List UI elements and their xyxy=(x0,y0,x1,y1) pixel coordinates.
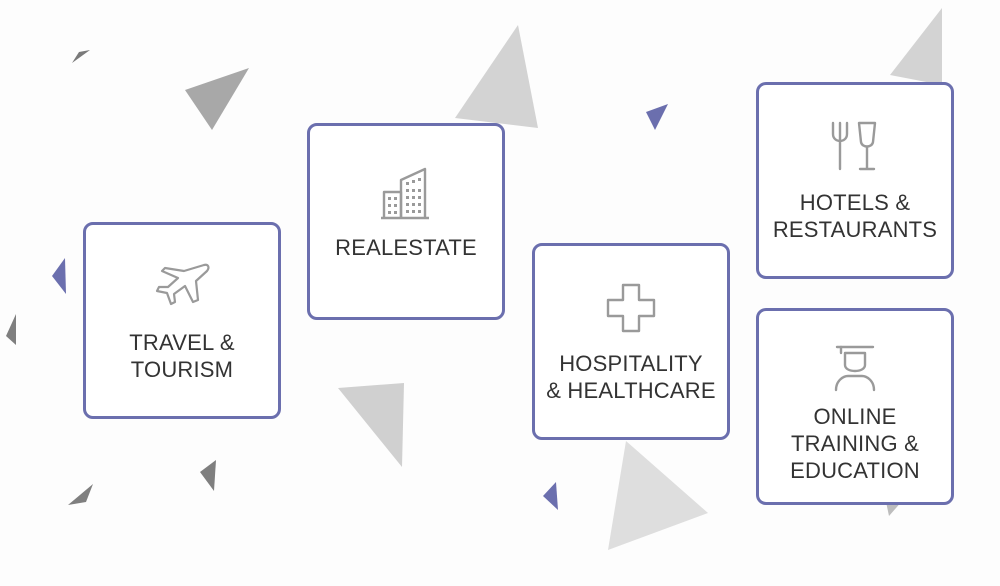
decorative-triangle xyxy=(185,68,249,130)
card-realestate[interactable]: REALESTATE xyxy=(307,123,505,320)
card-hospitality-healthcare[interactable]: HOSPITALITY & HEALTHCARE xyxy=(532,243,730,440)
card-travel-tourism[interactable]: TRAVEL & TOURISM xyxy=(83,222,281,419)
decorative-triangle xyxy=(52,258,66,294)
decorative-triangle xyxy=(338,383,404,467)
building-icon xyxy=(310,166,502,220)
card-label: HOSPITALITY & HEALTHCARE xyxy=(546,351,716,403)
decorative-triangle xyxy=(200,460,216,491)
card-label: REALESTATE xyxy=(335,235,477,260)
airplane-icon xyxy=(86,262,278,306)
decorative-triangle xyxy=(455,25,538,128)
card-hotels-restaurants[interactable]: HOTELS & RESTAURANTS xyxy=(756,82,954,279)
card-label: HOTELS & RESTAURANTS xyxy=(772,190,938,242)
decorative-triangle xyxy=(608,441,708,550)
decorative-triangle xyxy=(72,50,90,63)
decorative-triangle xyxy=(890,8,942,85)
decorative-triangle xyxy=(646,104,668,130)
card-label: ONLINE TRAINING & EDUCATION xyxy=(790,404,920,483)
decorative-triangle xyxy=(6,314,16,345)
fork-and-glass-icon xyxy=(759,120,951,172)
decorative-triangle xyxy=(68,484,93,505)
card-online-training-education[interactable]: ONLINE TRAINING & EDUCATION xyxy=(756,308,954,505)
graduate-icon xyxy=(759,343,951,393)
card-label: TRAVEL & TOURISM xyxy=(129,330,235,382)
medical-cross-icon xyxy=(535,282,727,334)
decorative-triangle xyxy=(543,482,558,510)
